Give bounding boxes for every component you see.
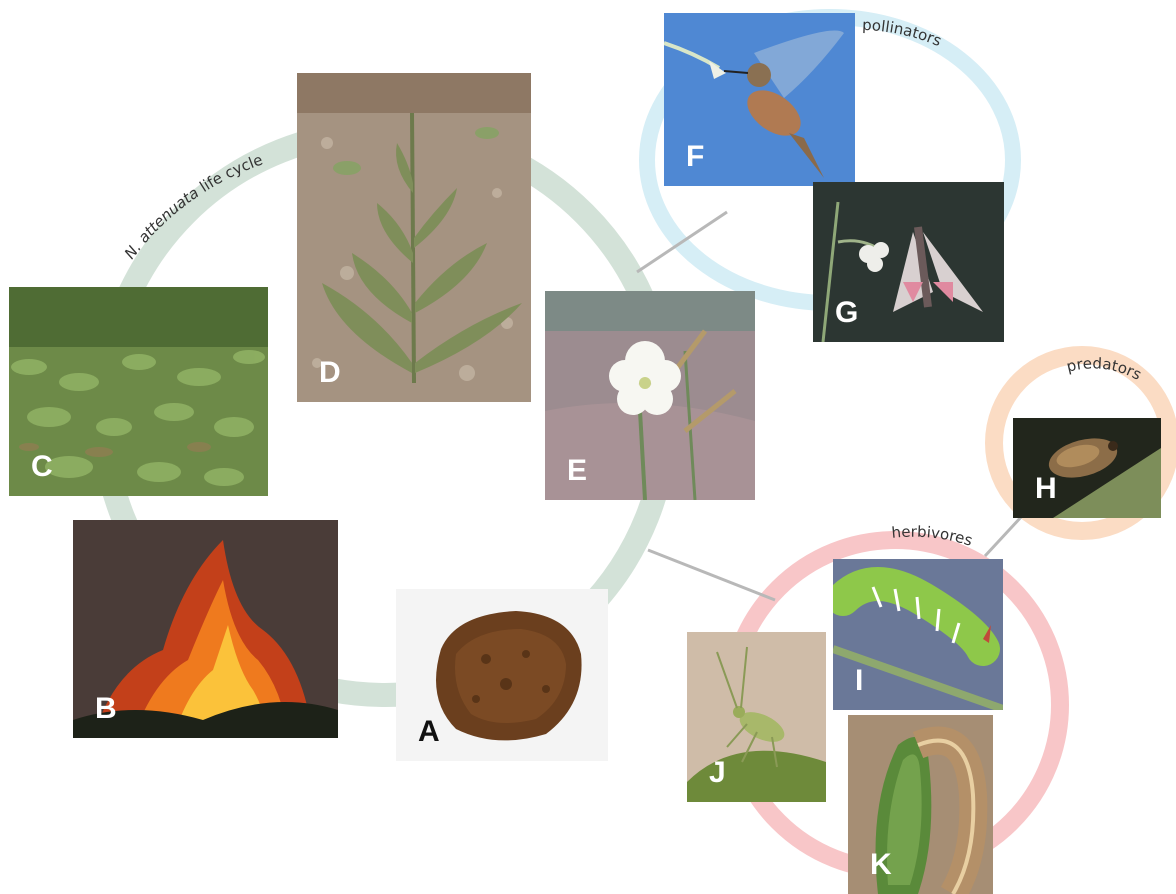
panel-h-label: H: [1035, 474, 1057, 504]
panel-i-hornworm: I: [833, 559, 1003, 710]
panel-g-moth: G: [813, 182, 1004, 342]
panel-j-label: J: [709, 758, 726, 788]
panel-k-label: K: [870, 850, 892, 880]
panel-j-mirid: J: [687, 632, 826, 802]
panel-k-armyworm: K: [848, 715, 993, 894]
panel-i-label: I: [855, 666, 863, 696]
mirid-image: [687, 632, 826, 802]
panel-f-hummingbird: F: [664, 13, 855, 186]
panel-a-label: A: [418, 717, 440, 747]
predators-ring-label: predators: [1065, 354, 1145, 384]
panel-b-label: B: [95, 694, 117, 724]
panel-e-label: E: [567, 456, 587, 486]
panel-d-plant: D: [297, 73, 531, 402]
panel-d-label: D: [319, 358, 341, 388]
connector-flower-herbivores: [648, 550, 775, 600]
connector-herbivores-predators: [985, 516, 1022, 556]
panel-c-label: C: [31, 452, 53, 482]
panel-e-flower: E: [545, 291, 755, 500]
plant-image: [297, 73, 531, 402]
panel-a-seed: A: [396, 589, 608, 761]
panel-g-label: G: [835, 298, 858, 328]
panel-c-field: C: [9, 287, 268, 496]
panel-h-predator: H: [1013, 418, 1161, 518]
panel-f-label: F: [686, 142, 704, 172]
pollinators-ring-label: pollinators: [862, 16, 944, 50]
panel-b-fire: B: [73, 520, 338, 738]
